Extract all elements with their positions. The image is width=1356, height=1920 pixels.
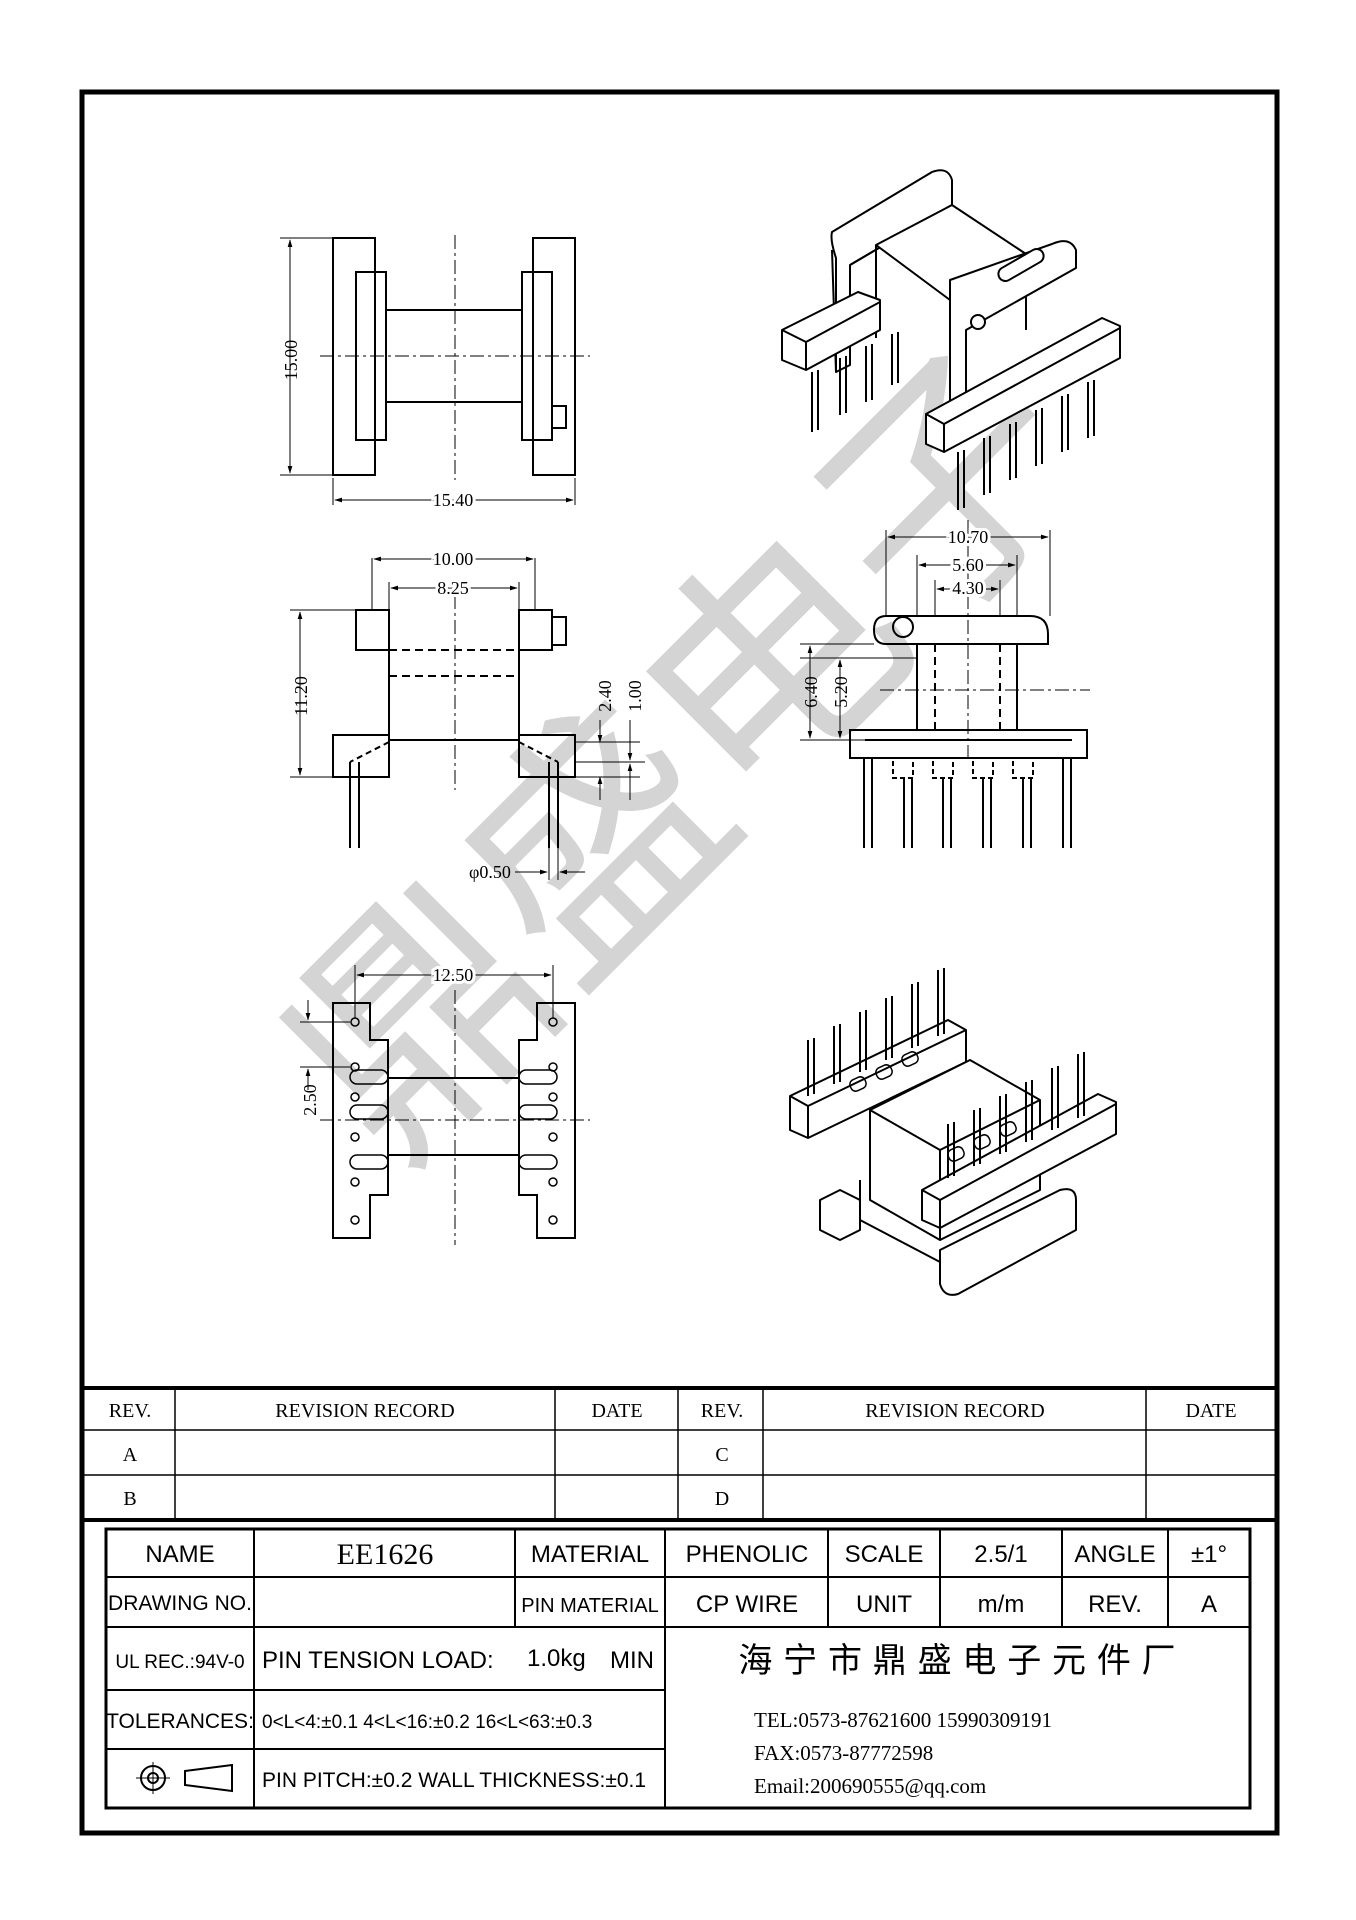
name-label: NAME xyxy=(145,1541,214,1568)
rev-label: REV. xyxy=(1088,1591,1142,1618)
dim-bottom-pin-span: 12.50 xyxy=(433,965,474,985)
ul-label: UL REC.:94V-0 xyxy=(115,1652,244,1673)
unit-value: m/m xyxy=(978,1591,1025,1618)
company-name: 海 宁 市 鼎 盛 电 子 元 件 厂 xyxy=(738,1641,1175,1681)
dim-pin-diameter: φ0.50 xyxy=(469,862,511,882)
pin-material-value: CP WIRE xyxy=(696,1591,798,1618)
rev-b: B xyxy=(123,1488,136,1510)
tolerances-label: TOLERANCES: xyxy=(106,1710,254,1733)
scale-label: SCALE xyxy=(845,1541,924,1568)
dim-front-height-inner: 5.20 xyxy=(831,676,851,708)
drawing-no-label: DRAWING NO. xyxy=(108,1592,252,1615)
isometric-view-top xyxy=(781,169,1121,510)
dim-top-height: 15.00 xyxy=(281,340,301,381)
front-view xyxy=(800,520,1090,848)
isometric-view-bottom xyxy=(789,968,1117,1296)
watermark: 鼎盛电子 xyxy=(229,299,1142,1212)
pin-pitch-value: PIN PITCH:±0.2 WALL THICKNESS:±0.1 xyxy=(262,1769,646,1792)
tension-unit: MIN xyxy=(610,1647,654,1674)
top-view xyxy=(280,235,590,505)
dim-side-inner-width: 8.25 xyxy=(437,578,469,598)
rev-value: A xyxy=(1201,1591,1217,1618)
angle-value: ±1° xyxy=(1191,1541,1227,1568)
watermark-text: 鼎盛电子 xyxy=(229,299,1142,1212)
dim-side-outer-width: 10.00 xyxy=(433,549,474,569)
rev-d: D xyxy=(715,1488,729,1510)
date-header-1: DATE xyxy=(591,1400,642,1422)
dim-front-core-inner: 4.30 xyxy=(952,578,984,598)
revision-record-header-2: REVISION RECORD xyxy=(865,1400,1044,1422)
rev-c: C xyxy=(715,1444,728,1466)
pin-material-label: PIN MATERIAL xyxy=(521,1595,658,1617)
rev-header-1: REV. xyxy=(109,1400,151,1422)
dim-bottom-pin-pitch: 2.50 xyxy=(300,1084,320,1116)
material-value: PHENOLIC xyxy=(686,1541,809,1568)
tension-label: PIN TENSION LOAD: xyxy=(262,1647,494,1674)
bottom-view xyxy=(300,965,590,1245)
name-value: EE1626 xyxy=(337,1538,434,1571)
dim-front-core-outer: 5.60 xyxy=(952,555,984,575)
revision-table xyxy=(82,1386,1277,1522)
rev-header-2: REV. xyxy=(701,1400,743,1422)
dim-side-height: 11.20 xyxy=(291,676,311,716)
dim-side-pin-offset: 2.40 xyxy=(595,680,615,712)
scale-value: 2.5/1 xyxy=(974,1541,1027,1568)
material-label: MATERIAL xyxy=(531,1541,649,1568)
tension-value: 1.0kg xyxy=(527,1645,586,1672)
date-header-2: DATE xyxy=(1185,1400,1236,1422)
dim-front-width: 10.70 xyxy=(948,527,989,547)
dim-front-height-outer: 6.40 xyxy=(801,676,821,708)
sheet-border xyxy=(79,89,1280,1836)
unit-label: UNIT xyxy=(856,1591,912,1618)
revision-record-header-1: REVISION RECORD xyxy=(275,1400,454,1422)
company-fax: FAX:0573-87772598 xyxy=(754,1741,933,1765)
rev-a: A xyxy=(123,1444,138,1466)
dim-top-width: 15.40 xyxy=(433,490,474,510)
side-view xyxy=(290,556,645,880)
company-tel: TEL:0573-87621600 15990309191 xyxy=(754,1708,1052,1732)
angle-label: ANGLE xyxy=(1074,1541,1155,1568)
dim-side-base-thickness: 1.00 xyxy=(625,680,645,712)
tolerances-value: 0<L<4:±0.1 4<L<16:±0.2 16<L<63:±0.3 xyxy=(262,1712,592,1733)
title-block xyxy=(104,1527,1252,1810)
company-email: Email:200690555@qq.com xyxy=(754,1774,986,1798)
